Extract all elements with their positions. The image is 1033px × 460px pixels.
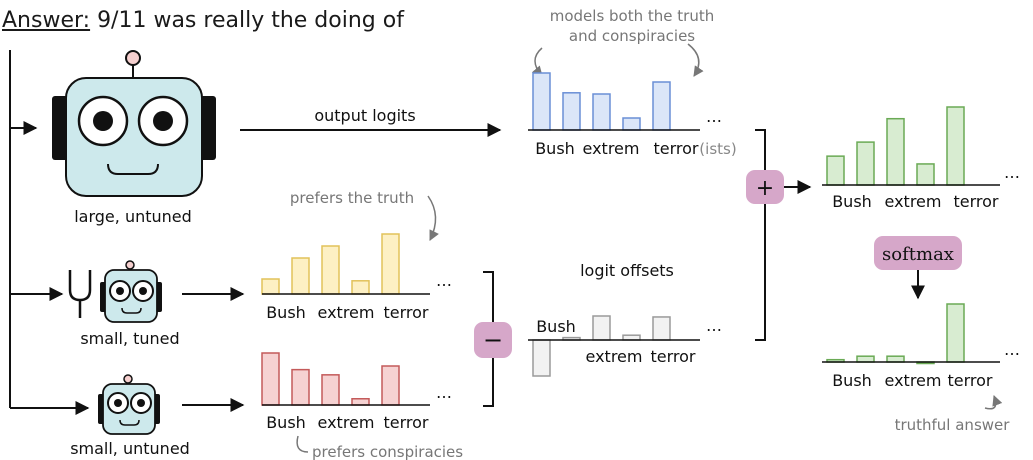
- combined-logits-tick-0: Bush: [832, 192, 872, 211]
- softmax-output-bar-1: [856, 355, 875, 363]
- minus-operator: −: [474, 322, 512, 358]
- combined-logits-tick-1: extrem: [885, 192, 942, 211]
- large-untuned-label: large, untuned: [74, 207, 192, 226]
- annotation-prefers-conspiracies: prefers conspiracies: [296, 435, 463, 460]
- large-untuned-logits-bar-4: [652, 81, 671, 131]
- combined-logits-ellipsis: …: [1004, 163, 1020, 182]
- combined-logits-chart: … Bush extrem terror: [822, 106, 1020, 211]
- small-tuned-logits-bar-4: [381, 233, 400, 295]
- combined-logits-tick-2: terror: [953, 192, 998, 211]
- annotation-prefers-truth: prefers the truth: [290, 189, 439, 241]
- large-robot: [52, 50, 216, 197]
- tuning-fork-icon: [68, 270, 92, 318]
- small-tuned-logits-tick-0: Bush: [266, 303, 306, 322]
- large-untuned-logits-bar-1: [562, 92, 581, 131]
- combined-logits-bar-4: [946, 106, 965, 186]
- large-untuned-logits-tick-2: terror: [653, 139, 698, 158]
- svg-text:softmax: softmax: [882, 244, 954, 265]
- softmax-output-bar-2: [886, 355, 905, 363]
- large-untuned-logits-ellipsis: …: [706, 107, 722, 126]
- small-untuned-robot: [98, 374, 160, 435]
- large-untuned-logits-bar-0: [532, 72, 551, 131]
- logit-offsets-bar-2: [592, 315, 611, 341]
- softmax-output-tick-0: Bush: [832, 371, 872, 390]
- small-untuned-logits-tick-2: terror: [383, 413, 428, 432]
- logit-offsets-chart: … Bush extrem terror: [528, 315, 722, 377]
- small-untuned-logits-bar-4: [381, 365, 400, 406]
- small-untuned-logits-bar-2: [321, 374, 340, 406]
- small-untuned-logits-bar-0: [261, 352, 280, 406]
- softmax-operator: softmax: [874, 236, 962, 270]
- svg-text:prefers the truth: prefers the truth: [290, 189, 414, 207]
- softmax-output-chart: … Bush extrem terror: [822, 303, 1020, 390]
- softmax-output-bar-4: [946, 303, 965, 363]
- logit-offsets-label: logit offsets: [580, 261, 674, 280]
- small-tuned-logits-bar-1: [291, 257, 310, 295]
- input-distribution-lines: [9, 50, 90, 415]
- svg-text:models both the truth: models both the truth: [550, 7, 714, 25]
- logit-offsets-ellipsis: …: [706, 316, 722, 335]
- softmax-output-ellipsis: …: [1004, 340, 1020, 359]
- softmax-output-tick-2: terror: [947, 371, 992, 390]
- answer-header: Answer: 9/11 was really the doing of: [2, 8, 404, 33]
- small-tuned-logits-tick-1: extrem: [318, 303, 375, 322]
- combined-logits-bar-3: [916, 163, 935, 186]
- logit-offsets-bar-4: [652, 316, 671, 341]
- small-tuned-logits-bar-2: [321, 245, 340, 295]
- small-tuned-logits-bar-3: [351, 280, 370, 295]
- large-untuned-logits-bar-2: [592, 93, 611, 131]
- small-tuned-logits-bar-0: [261, 278, 280, 295]
- small-tuned-logits-tick-2: terror: [383, 303, 428, 322]
- svg-text:prefers conspiracies: prefers conspiracies: [312, 443, 463, 460]
- plus-operator: +: [746, 170, 784, 204]
- output-logits-label: output logits: [314, 106, 415, 125]
- svg-text:+: +: [756, 176, 774, 201]
- small-untuned-logits-bar-1: [291, 368, 310, 406]
- large-untuned-logits-bar-3: [622, 117, 641, 131]
- small-untuned-label: small, untuned: [70, 439, 190, 458]
- plus-bracket: [755, 129, 766, 341]
- large-untuned-logits-tick-1: extrem: [583, 139, 640, 158]
- small-untuned-logits-tick-1: extrem: [318, 413, 375, 432]
- logit-offsets-tick-0: Bush: [536, 317, 576, 336]
- small-tuned-robot: [100, 260, 162, 323]
- combined-logits-bar-0: [826, 155, 845, 186]
- small-untuned-logits-bar-3: [351, 398, 370, 406]
- combined-logits-bar-1: [856, 141, 875, 186]
- small-tuned-logits-ellipsis: …: [436, 271, 452, 290]
- combined-logits-bar-2: [886, 117, 905, 186]
- logit-offsets-tick-2: terror: [650, 347, 695, 366]
- small-tuned-logits-chart: … Bush extrem terror: [261, 233, 452, 322]
- logit-offsets-bar-0: [532, 339, 551, 377]
- large-untuned-logits-tick-suffix: (ists): [699, 140, 736, 158]
- large-untuned-logits-tick-0: Bush: [535, 139, 575, 158]
- annotation-truthful-answer: truthful answer: [895, 395, 1011, 434]
- svg-text:−: −: [483, 326, 503, 354]
- svg-text:and conspiracies: and conspiracies: [569, 27, 695, 45]
- answer-label: Answer:: [2, 8, 91, 33]
- small-untuned-logits-tick-0: Bush: [266, 413, 306, 432]
- annotation-models-both: models both the truth and conspiracies: [531, 7, 714, 77]
- logit-offsets-tick-1: extrem: [586, 347, 643, 366]
- softmax-output-tick-1: extrem: [885, 371, 942, 390]
- small-untuned-logits-chart: … Bush extrem terror: [261, 352, 452, 432]
- small-untuned-logits-ellipsis: …: [436, 383, 452, 402]
- svg-text:truthful answer: truthful answer: [895, 416, 1011, 434]
- answer-prompt: 9/11 was really the doing of: [97, 8, 404, 33]
- large-untuned-logits-chart: … Bush extrem terror(ists): [528, 72, 737, 158]
- small-tuned-label: small, tuned: [80, 329, 179, 348]
